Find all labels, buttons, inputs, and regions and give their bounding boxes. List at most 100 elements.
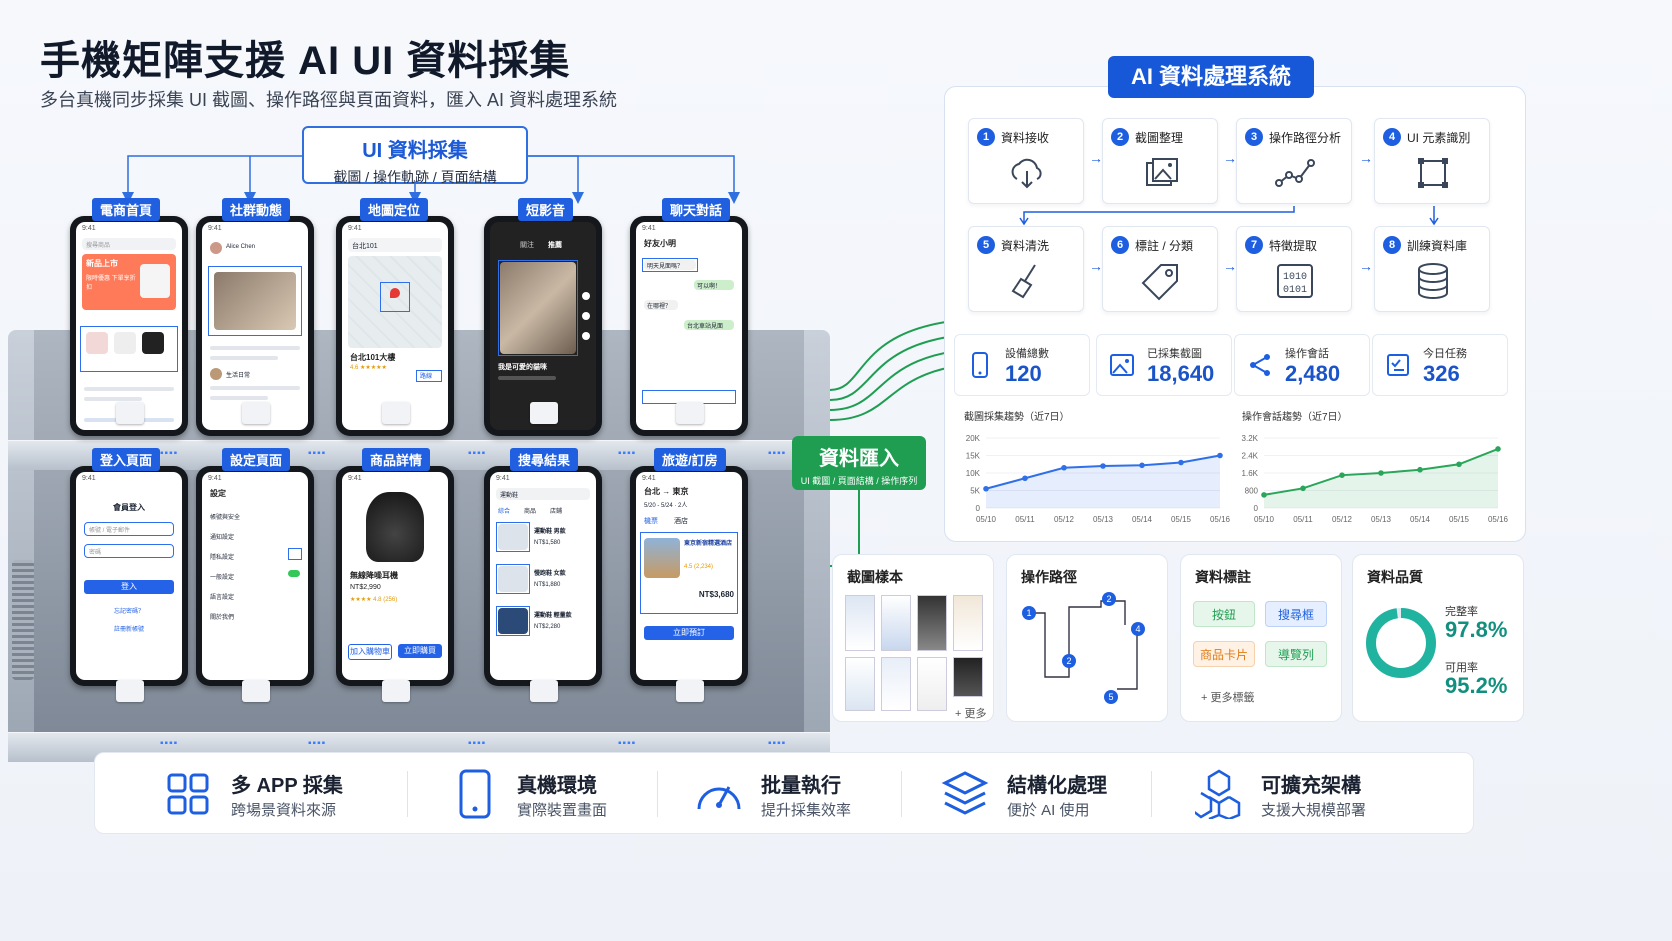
phone-settings: 9:41 設定 帳號與安全 通知設定 隱私設定 一般設定 語言設定 關於我們 — [196, 466, 314, 686]
x-tick-label: 05/15 — [1171, 515, 1192, 524]
data-point — [983, 485, 989, 492]
phone-product: 9:41 無線降噪耳機 NT$2,990 ★★★★ 4.8 (256) 加入購物… — [336, 466, 454, 686]
data-point — [1378, 470, 1384, 476]
buy-now-button[interactable]: 立即購買 — [398, 644, 442, 658]
login-account-field[interactable]: 帳號 / 電子郵件 — [84, 522, 174, 536]
data-point — [1495, 446, 1501, 452]
label-chip-search[interactable]: 搜尋框 — [1265, 601, 1327, 627]
y-tick-label: 3.2K — [1242, 434, 1259, 443]
ecom-banner[interactable]: 新品上市 限時優惠 下單享折扣 — [82, 254, 176, 310]
x-tick-label: 05/12 — [1332, 515, 1353, 524]
y-tick-label: 800 — [1245, 487, 1259, 496]
label-chip-card[interactable]: 商品卡片 — [1193, 641, 1255, 667]
usability-value: 95.2% — [1445, 673, 1508, 698]
data-point — [1139, 462, 1145, 469]
card-operation-path: 操作路徑 1 2 4 2 5 — [1006, 554, 1168, 722]
phone-search: 9:41 運動鞋 綜合 商品 店鋪 運動鞋 男款 NT$1,580 慢跑鞋 女款… — [484, 466, 602, 686]
series-area — [1264, 448, 1498, 508]
add-to-cart-button[interactable]: 加入購物車 — [348, 644, 392, 660]
login-button[interactable]: 登入 — [84, 580, 174, 594]
x-tick-label: 05/10 — [976, 515, 997, 524]
y-tick-label: 0 — [1254, 504, 1259, 513]
search-query[interactable]: 運動鞋 — [496, 488, 590, 500]
frame-icon — [1418, 158, 1448, 188]
binary-icon: 1010 0101 — [1277, 264, 1313, 298]
data-point — [1261, 492, 1267, 498]
x-tick-label: 05/16 — [1210, 515, 1231, 524]
collect-heading: UI 資料採集 — [362, 140, 468, 162]
tag-settings: 設定頁面 — [222, 448, 291, 471]
tag-login: 登入頁面 — [92, 448, 161, 471]
x-tick-label: 05/14 — [1132, 515, 1153, 524]
card-screenshot-samples: 截圖樣本 + 更多 — [832, 554, 994, 722]
samples-more[interactable]: + 更多 — [955, 708, 987, 720]
import-heading: 資料匯入 — [819, 448, 899, 470]
path-icon — [1275, 159, 1315, 187]
sample-thumbnails — [845, 595, 985, 711]
data-point — [1061, 464, 1067, 471]
task-icon — [1387, 354, 1409, 376]
ai-panel-title: AI 資料處理系統 — [1108, 56, 1314, 98]
y-tick-label: 1.6K — [1242, 469, 1259, 478]
tag-travel: 旅遊/訂房 — [654, 448, 726, 471]
phone-video: 關注 推薦 我是可愛的貓咪 — [484, 216, 602, 436]
completeness-value: 97.8% — [1445, 617, 1508, 642]
data-point — [1100, 463, 1106, 469]
completeness-label: 完整率 — [1445, 606, 1478, 618]
tag-video: 短影音 — [518, 198, 574, 221]
features-bar: 多 APP 採集跨場景資料來源 真機環境實際裝置畫面 批量執行提升採集效率 結構… — [94, 752, 1474, 834]
tag-ecommerce: 電商首頁 — [92, 198, 161, 221]
quality-donut — [1366, 608, 1436, 678]
y-tick-label: 10K — [966, 469, 981, 478]
map-search[interactable]: 台北101 — [348, 238, 442, 252]
tag-chat: 聊天對話 — [662, 198, 731, 221]
data-import-box: 資料匯入 UI 截圖 / 頁面結構 / 操作序列 — [792, 436, 926, 490]
ecom-search[interactable]: 搜尋商品 — [82, 238, 176, 250]
svg-text:0101: 0101 — [1283, 285, 1307, 296]
feature-scalable: 可擴充架構支援大規模部署 — [1195, 767, 1435, 823]
page-subtitle: 多台真機同步採集 UI 截圖、操作路徑與頁面資料，匯入 AI 資料處理系統 — [40, 90, 618, 110]
svg-text:1: 1 — [1026, 608, 1031, 618]
phone-social: 9:41 Alice Chen 生活日常 — [196, 216, 314, 436]
feature-batch: 批量執行提升採集效率 — [695, 767, 915, 823]
login-password-field[interactable]: 密碼 — [84, 544, 174, 558]
y-tick-label: 2.4K — [1242, 452, 1259, 461]
series-area — [986, 455, 1220, 508]
card-data-labels: 資料標註 按鈕 搜尋框 商品卡片 導覽列 + 更多標籤 — [1180, 554, 1342, 722]
images-icon — [1146, 158, 1178, 186]
phone-login: 9:41 會員登入 帳號 / 電子郵件 密碼 登入 忘記密碼？ 註冊新帳號 — [70, 466, 188, 686]
y-tick-label: 15K — [966, 452, 981, 461]
svg-text:1010: 1010 — [1283, 272, 1307, 283]
svg-text:2: 2 — [1106, 594, 1111, 604]
x-tick-label: 05/13 — [1371, 515, 1392, 524]
phone-icon — [459, 769, 491, 819]
feature-multi-app: 多 APP 採集跨場景資料來源 — [165, 767, 385, 823]
phone-icon — [972, 352, 988, 378]
chart-session-title: 操作會話趨勢（近7日） — [1242, 412, 1348, 423]
label-chip-nav[interactable]: 導覽列 — [1265, 641, 1327, 667]
book-now-button[interactable]: 立即預訂 — [644, 626, 734, 640]
label-chip-button[interactable]: 按鈕 — [1193, 601, 1255, 627]
labels-more[interactable]: + 更多標籤 — [1201, 692, 1255, 704]
card-data-quality: 資料品質 完整率 97.8% 可用率 95.2% — [1352, 554, 1524, 722]
tag-icon — [1141, 264, 1178, 301]
tag-product: 商品詳情 — [362, 448, 431, 471]
data-point — [1217, 452, 1223, 459]
phone-travel: 9:41 台北 → 東京 5/20 - 5/24 · 2人 機票 酒店 東京新宿… — [630, 466, 748, 686]
x-tick-label: 05/14 — [1410, 515, 1431, 524]
tag-social: 社群動態 — [222, 198, 291, 221]
data-point — [1456, 461, 1462, 468]
x-tick-label: 05/13 — [1093, 515, 1114, 524]
x-tick-label: 05/10 — [1254, 515, 1275, 524]
